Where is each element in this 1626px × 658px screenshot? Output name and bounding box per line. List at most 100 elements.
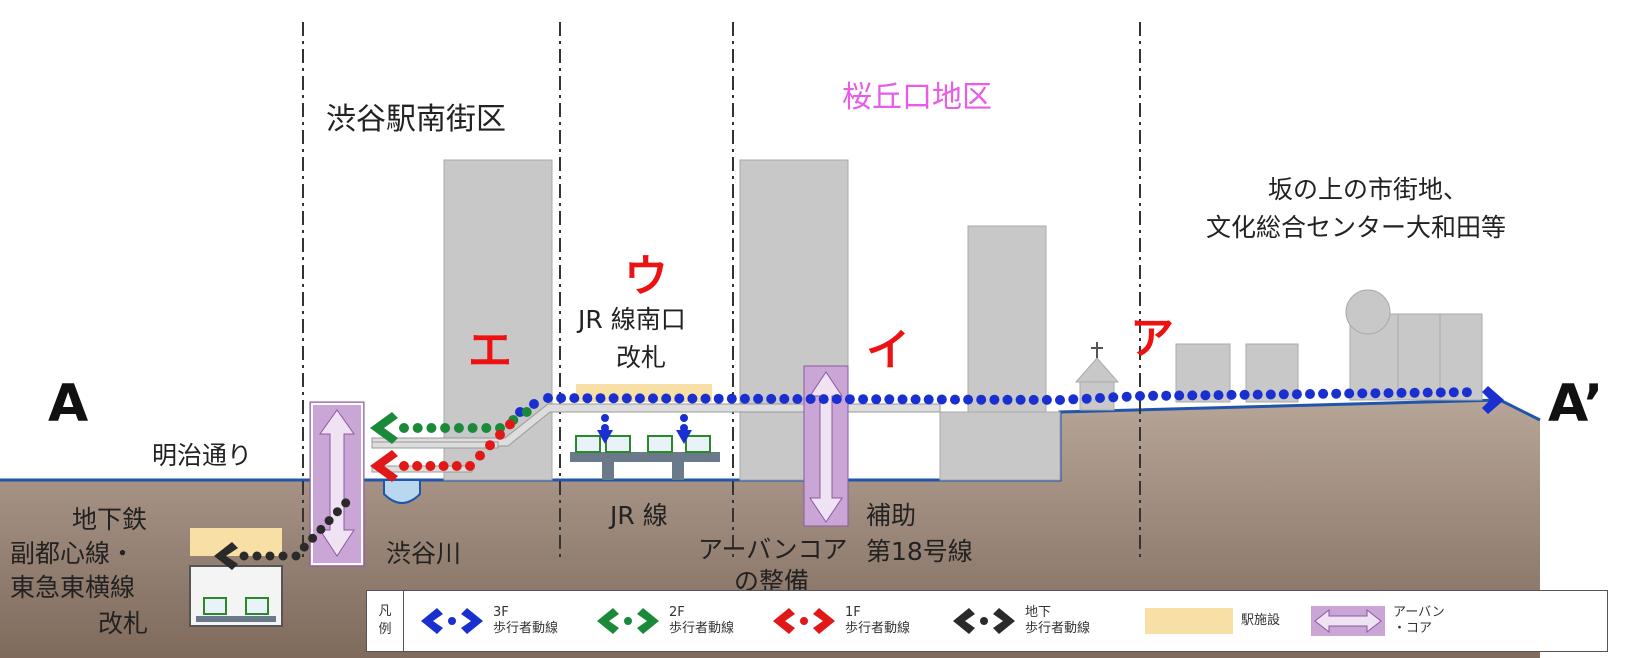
flow-dot (1226, 389, 1237, 400)
jr-gate-label-line2: 改札 (616, 343, 667, 372)
flow-dot (648, 393, 658, 404)
subway-label-line1: 地下鉄 (72, 505, 148, 534)
flow-dot (976, 394, 987, 405)
flow-dot (923, 394, 934, 405)
flow-dot (481, 423, 492, 433)
flow-dot (1028, 394, 1039, 405)
flow-dot (753, 393, 764, 404)
flow-dot (399, 461, 409, 471)
pedestrian-flow-3f-down (597, 414, 692, 444)
flow-dot (910, 394, 921, 405)
legend-urban-core-line2: ・コア (1393, 621, 1433, 636)
flow-dot (495, 429, 505, 440)
flow-dot (265, 551, 275, 561)
legend-title-2: 例 (378, 622, 392, 637)
flow-dot (341, 498, 351, 508)
legend-1f-text: 歩行者動線 (845, 621, 911, 636)
flow-dot (1265, 389, 1276, 400)
flow-dot (1200, 390, 1211, 401)
pedestrian-flow-1f (399, 419, 515, 471)
jr-gate-label-line1: JR 線南口 (578, 305, 686, 334)
flow-dot (621, 393, 632, 404)
pedestrian-flow-underground (239, 498, 351, 561)
flow-dot (766, 393, 777, 404)
flow-dot (1161, 390, 1172, 401)
double-arrow-icon (773, 608, 835, 634)
outline-double-arrow-icon (1311, 606, 1385, 636)
flow-dot (412, 461, 423, 471)
flow-dot (278, 551, 288, 561)
flow-dot (779, 393, 790, 404)
jr-platform (570, 435, 720, 480)
double-arrow-icon (597, 608, 659, 634)
hilltop-building (1439, 313, 1483, 401)
aux-route-label-line1: 補助 (866, 501, 917, 530)
legend-2f-text: 歩行者動線 (669, 621, 735, 636)
legend-2f-level: 2F (669, 605, 685, 620)
flow-dot (412, 423, 423, 433)
flow-dot (543, 393, 553, 403)
flow-dot (726, 393, 737, 404)
meiji-dori-label: 明治通り (152, 441, 253, 470)
flow-dot (1148, 390, 1159, 401)
marker-a: ア (1130, 313, 1174, 364)
arrow-1f-end (370, 450, 398, 482)
flow-dot (989, 394, 1000, 405)
flow-dot (1252, 389, 1263, 400)
flow-dot (844, 394, 855, 405)
legend-urban-core-line1: アーバン (1393, 605, 1445, 620)
point-a-prime-label: A’ (1548, 374, 1604, 434)
flow-dot (291, 551, 301, 561)
legend-1f-level: 1F (845, 605, 861, 620)
subway-station-facility (190, 528, 282, 556)
flow-dot (936, 394, 947, 405)
legend-item-urban-core: アーバン・コア (1311, 599, 1445, 643)
flow-dot (1108, 392, 1119, 403)
flow-dot (661, 393, 672, 404)
flow-dot (1305, 389, 1315, 399)
flow-dot (1422, 387, 1433, 398)
marker-i: イ (866, 325, 910, 376)
low-building (939, 411, 1061, 481)
urban-core-icon (803, 365, 849, 527)
legend-station-facility-text: 駅施設 (1241, 613, 1281, 628)
flow-dot (1318, 388, 1329, 399)
flow-dot (1174, 390, 1185, 401)
flow-dot (465, 461, 475, 471)
flow-dot (1015, 394, 1026, 405)
swatch-icon (1145, 608, 1233, 634)
flow-dot (1068, 394, 1079, 405)
flow-dot (453, 423, 464, 433)
flow-dot (467, 423, 478, 433)
flow-dot (569, 393, 580, 404)
flow-dot (475, 450, 485, 461)
dome (1345, 289, 1391, 335)
legend-underground-text: 歩行者動線 (1025, 621, 1091, 636)
subway-station (189, 565, 283, 627)
legend-item-station-facility: 駅施設 (1145, 599, 1280, 643)
double-arrow-icon (953, 608, 1015, 634)
flow-dot (1135, 391, 1145, 401)
marker-e: エ (468, 325, 512, 376)
legend-underground-level: 地下 (1025, 605, 1052, 620)
legend-item-underground: 地下歩行者動線 (951, 599, 1090, 643)
flow-dot (687, 393, 698, 404)
flow-dot (1383, 388, 1394, 399)
jr-line-label: JR 線 (610, 501, 668, 530)
flow-dot (1331, 388, 1342, 399)
pedestrian-flow-3f (515, 387, 1472, 417)
flow-dot (884, 394, 895, 405)
urban-core-label-line1: アーバンコア (698, 535, 848, 564)
flow-dot (505, 419, 515, 430)
flow-dot (1095, 393, 1105, 403)
deck-level-2 (371, 441, 499, 449)
flow-dot (1278, 389, 1289, 400)
shibuya-river-label: 渋谷川 (386, 539, 462, 568)
flow-dot (485, 440, 495, 451)
tower-building (967, 225, 1047, 413)
hilltop-label-line1: 坂の上の市街地、 (1268, 175, 1469, 204)
legend-3f-text: 歩行者動線 (493, 621, 559, 636)
flow-dot (963, 394, 974, 405)
flow-dot (805, 394, 816, 404)
